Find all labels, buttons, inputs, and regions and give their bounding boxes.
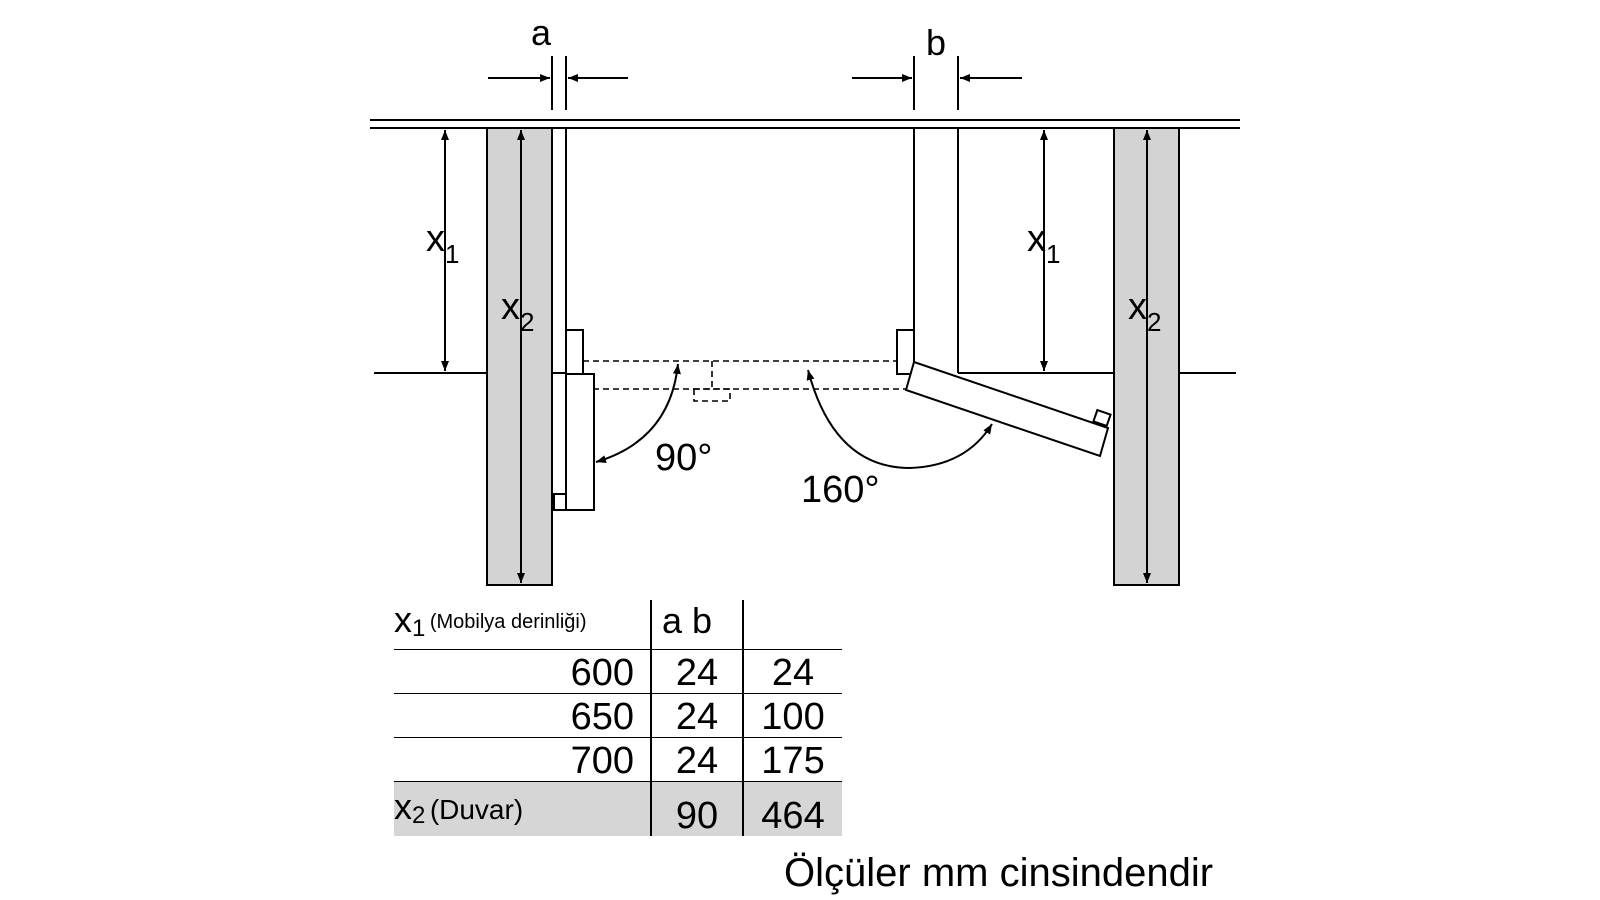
b-value: 100	[742, 693, 842, 738]
wall-row: x2 (Duvar) 90 464	[394, 781, 842, 837]
wall-x-sub: 2	[412, 802, 426, 830]
gap-a-dimension	[488, 56, 628, 110]
x1-value: 700	[570, 740, 634, 783]
a-value: 24	[650, 693, 743, 738]
units-footnote: Ölçüler mm cinsindendir	[784, 851, 1214, 895]
x2-left-label: x2	[501, 286, 534, 337]
gap-a-label: a	[531, 12, 552, 53]
right-door-open-160	[904, 360, 1110, 458]
b-value: 24	[742, 649, 842, 694]
b-value: 175	[742, 737, 842, 782]
angle-90-label: 90°	[655, 437, 712, 479]
table-row: 600 24 24	[394, 649, 842, 695]
gap-b-dimension	[852, 56, 1022, 110]
wall-x-letter: x	[394, 786, 412, 827]
x1-left-label: x1	[426, 218, 459, 269]
x2-right-label: x2	[1128, 286, 1161, 337]
table-header-row: x1 (Mobilya derinliği) a b	[394, 600, 842, 650]
wall-a-value: 90	[650, 781, 743, 837]
table-row: 700 24 175	[394, 737, 842, 783]
angle-160-label: 160°	[801, 469, 880, 511]
header-x1-letter: x	[394, 599, 412, 640]
left-door-handle	[553, 493, 567, 511]
a-value: 24	[650, 649, 743, 694]
dimension-table: x1 (Mobilya derinliği) a b 600 24 24 650…	[394, 600, 842, 837]
header-x1-note: (Mobilya derinliği)	[429, 611, 587, 633]
arc-160	[806, 369, 993, 470]
arc-90	[595, 363, 681, 463]
header-ab-cell: a b	[650, 600, 743, 650]
a-value: 24	[650, 737, 743, 782]
header-b-cell	[742, 600, 842, 650]
closed-door-dashed	[583, 360, 906, 402]
appliance-body	[565, 127, 959, 373]
header-ab-label: a b	[662, 600, 713, 642]
wall-note: (Duvar)	[429, 794, 524, 825]
gap-b-label: b	[926, 22, 946, 63]
header-x1-sub: 1	[412, 615, 426, 643]
header-x1-cell: x1 (Mobilya derinliği)	[394, 600, 651, 650]
left-hinge	[565, 329, 584, 375]
x1-right-label: x1	[1027, 218, 1060, 269]
left-door-open-90	[565, 373, 595, 511]
depth-arrows	[441, 130, 1151, 583]
left-wall	[486, 127, 553, 586]
top-edge-lines	[370, 119, 1240, 129]
right-door-handle	[1092, 408, 1112, 428]
wall-b-value: 464	[742, 781, 842, 837]
table-row: 650 24 100	[394, 693, 842, 739]
x1-value: 600	[570, 652, 634, 695]
x1-value: 650	[570, 696, 634, 739]
wall-label-cell: x2 (Duvar)	[394, 782, 651, 837]
